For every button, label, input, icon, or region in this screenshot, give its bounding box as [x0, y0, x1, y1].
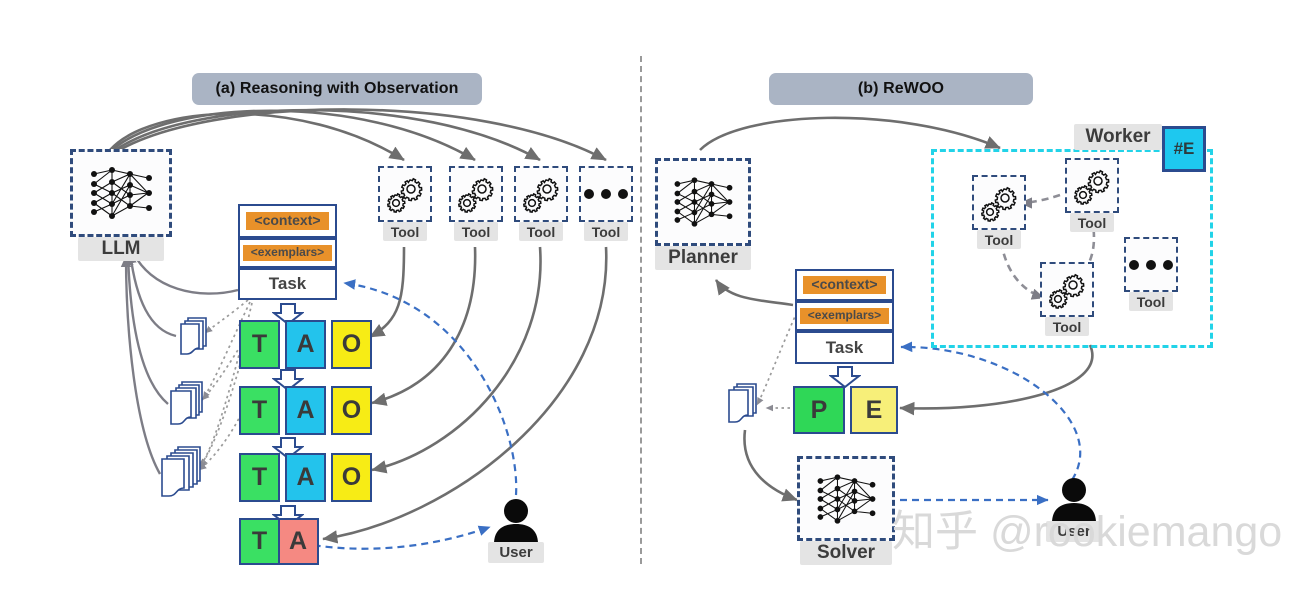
tool-caption-4: Tool — [584, 222, 628, 241]
plan-cell-evidence[interactable]: E — [850, 386, 898, 434]
step-cell-thought[interactable]: T — [239, 453, 280, 502]
step-cell-observation[interactable]: O — [331, 386, 372, 435]
down-block-arrow — [272, 437, 304, 459]
tool-caption-1: Tool — [383, 222, 427, 241]
exemplars-tag: <exemplars> — [242, 244, 333, 262]
exemplars-tag: <exemplars> — [799, 307, 890, 325]
neural-network-icon — [674, 177, 733, 227]
gears-icon — [457, 177, 494, 213]
solver-caption: Solver — [800, 541, 892, 565]
task-label: Task — [268, 274, 307, 293]
gears-icon — [980, 186, 1017, 222]
ellipsis-icon — [584, 189, 628, 199]
evidence-stack-right — [728, 383, 757, 423]
worker-tool-box-3[interactable] — [1040, 262, 1094, 317]
task-box[interactable]: Task — [795, 331, 894, 364]
step-cell-answer[interactable]: A — [277, 518, 319, 565]
plan-row: P E — [793, 386, 898, 434]
down-block-arrow — [272, 303, 304, 325]
step-cell-observation[interactable]: O — [331, 453, 372, 502]
step-cell-thought[interactable]: T — [239, 386, 280, 435]
exemplars-box: <exemplars> — [795, 301, 894, 331]
user-caption-left: User — [488, 542, 544, 563]
gears-icon — [1073, 169, 1110, 205]
tool-box-4[interactable] — [579, 166, 633, 222]
user-icon[interactable] — [1048, 477, 1100, 523]
watermark: 知乎 @rookiemango — [892, 508, 1283, 556]
step-row-3: T A O — [239, 453, 372, 502]
tool-box-1[interactable] — [378, 166, 432, 222]
task-box[interactable]: Task — [238, 268, 337, 300]
planner-box[interactable] — [655, 158, 751, 246]
task-label: Task — [825, 337, 864, 357]
step-row-1: T A O — [239, 320, 372, 369]
worker-tool-caption-1: Tool — [1070, 213, 1114, 232]
worker-tool-box-2[interactable] — [972, 175, 1026, 230]
plan-cell-plan[interactable]: P — [793, 386, 845, 434]
tool-box-2[interactable] — [449, 166, 503, 222]
panel-title-right: (b) ReWOO — [769, 73, 1033, 105]
worker-tool-caption-3: Tool — [1045, 317, 1089, 336]
step-row-2: T A O — [239, 386, 372, 435]
step-cell-observation[interactable]: O — [331, 320, 372, 369]
planner-caption: Planner — [655, 246, 751, 270]
step-cell-thought[interactable]: T — [239, 320, 280, 369]
worker-region — [931, 149, 1213, 348]
down-block-arrow — [272, 369, 304, 391]
context-box: <context> — [795, 269, 894, 301]
llm-caption: LLM — [78, 237, 164, 261]
step-row-4: T A — [239, 518, 319, 565]
step-cell-action[interactable]: A — [285, 386, 326, 435]
gears-icon — [386, 177, 423, 213]
llm-box[interactable] — [70, 149, 172, 237]
worker-caption: Worker — [1074, 124, 1162, 150]
evidence-stack-2 — [170, 381, 203, 425]
gears-icon — [1048, 273, 1085, 309]
solver-box[interactable] — [797, 456, 895, 541]
evidence-stack-3 — [161, 446, 201, 497]
tool-box-3[interactable] — [514, 166, 568, 222]
tool-caption-2: Tool — [454, 222, 498, 241]
panel-divider — [640, 56, 642, 564]
tool-caption-3: Tool — [519, 222, 563, 241]
step-cell-action[interactable]: A — [285, 320, 326, 369]
evidence-badge[interactable]: #E — [1162, 126, 1206, 172]
user-icon[interactable] — [490, 498, 542, 544]
user-caption-right: User — [1046, 521, 1102, 542]
worker-tool-caption-4: Tool — [1129, 292, 1173, 311]
neural-network-icon — [817, 473, 876, 524]
gears-icon — [522, 177, 559, 213]
panel-title-left: (a) Reasoning with Observation — [192, 73, 482, 105]
evidence-stack-1 — [180, 317, 207, 355]
step-cell-action[interactable]: A — [285, 453, 326, 502]
down-block-arrow — [829, 366, 861, 388]
step-cell-thought[interactable]: T — [239, 518, 280, 565]
exemplars-box: <exemplars> — [238, 238, 337, 268]
context-tag: <context> — [246, 211, 329, 231]
context-tag: <context> — [803, 275, 886, 295]
neural-network-icon — [91, 167, 152, 219]
worker-tool-box-4[interactable] — [1124, 237, 1178, 292]
context-box: <context> — [238, 204, 337, 238]
worker-tool-caption-2: Tool — [977, 230, 1021, 249]
worker-tool-box-1[interactable] — [1065, 158, 1119, 213]
ellipsis-icon — [1129, 259, 1173, 270]
